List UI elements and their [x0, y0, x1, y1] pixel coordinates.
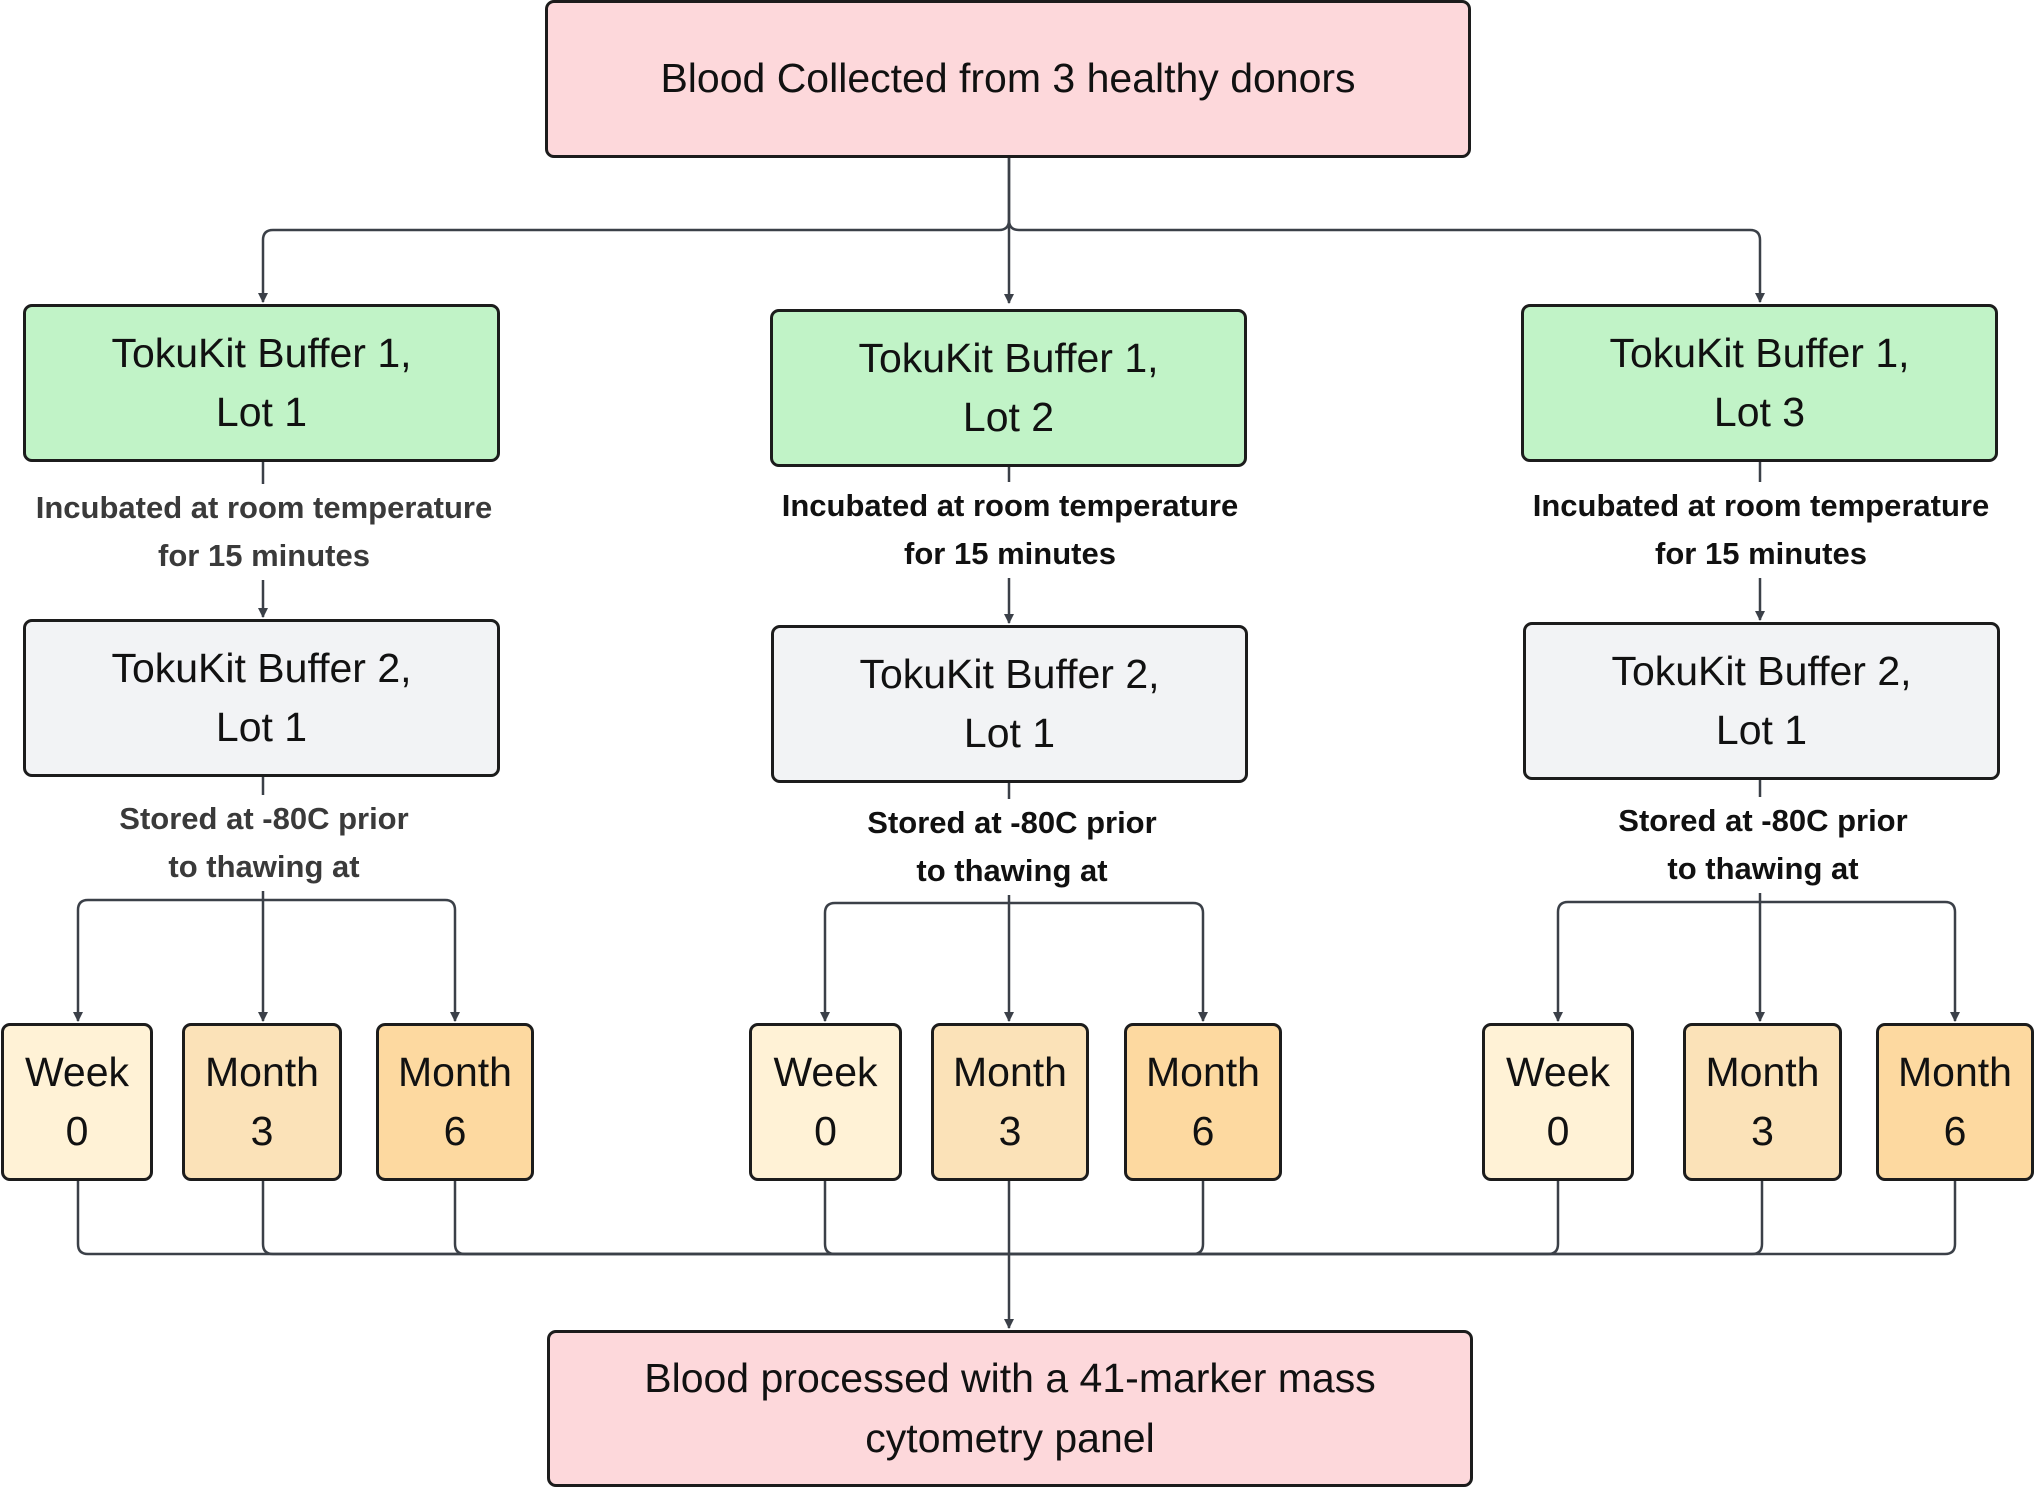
buffer1-lot: Lot 2: [962, 394, 1055, 440]
buffer1-lot: Lot 1: [215, 389, 308, 435]
storage-label: Stored at -80C prior to thawing at: [810, 799, 1214, 896]
arrow-connector: [258, 158, 1011, 303]
timepoint-month6-box: Month 6: [1876, 1023, 2034, 1181]
buffer2-lot: Lot 1: [215, 704, 308, 750]
buffer1-name: TokuKit Buffer 1,: [1609, 329, 1910, 376]
line-connector: [261, 1181, 1009, 1256]
timepoint-unit: Week: [24, 1048, 130, 1095]
result-line1: Blood processed with a 41-marker mass: [644, 1355, 1376, 1402]
line-connector: [823, 1181, 1009, 1256]
storage-label: Stored at -80C prior to thawing at: [62, 795, 466, 892]
storage-line2: to thawing at: [1667, 851, 1859, 887]
timepoint-value: 0: [814, 1108, 837, 1154]
timepoint-week0-box: Week 0: [749, 1023, 902, 1181]
storage-line2: to thawing at: [168, 849, 360, 885]
timepoint-value: 0: [65, 1108, 89, 1154]
timepoint-week0-box: Week 0: [1482, 1023, 1634, 1181]
timepoint-unit: Month: [1146, 1048, 1260, 1095]
buffer1-lot2-box: TokuKit Buffer 1, Lot 2: [770, 309, 1247, 467]
buffer2-name: TokuKit Buffer 2,: [859, 650, 1160, 697]
timepoint-unit: Week: [1505, 1048, 1611, 1095]
timepoint-month6-box: Month 6: [1124, 1023, 1282, 1181]
storage-line1: Stored at -80C prior: [1618, 803, 1908, 838]
timepoint-unit: Month: [205, 1048, 319, 1095]
buffer1-lot1-box: TokuKit Buffer 1, Lot 1: [23, 304, 500, 462]
timepoint-unit: Week: [773, 1048, 878, 1095]
arrow-connector: [1009, 901, 1208, 1022]
timepoint-unit: Month: [1705, 1048, 1820, 1095]
result-box: Blood processed with a 41-marker mass cy…: [547, 1330, 1473, 1487]
timepoint-unit: Month: [953, 1048, 1067, 1095]
buffer2-lot1-box: TokuKit Buffer 2, Lot 1: [1523, 622, 2000, 780]
storage-line2: to thawing at: [916, 853, 1108, 889]
timepoint-value: 3: [998, 1108, 1022, 1154]
incubation-label: Incubated at room temperature for 15 min…: [746, 482, 1274, 579]
buffer1-lot3-box: TokuKit Buffer 1, Lot 3: [1521, 304, 1998, 462]
storage-label: Stored at -80C prior to thawing at: [1561, 797, 1965, 894]
buffer1-lot: Lot 3: [1713, 389, 1806, 435]
timepoint-value: 3: [1751, 1108, 1774, 1154]
timepoint-value: 3: [250, 1108, 274, 1154]
timepoint-month3-box: Month 3: [1683, 1023, 1842, 1181]
timepoint-value: 6: [1191, 1108, 1215, 1154]
line-connector: [1009, 1181, 1560, 1256]
incubation-line2: for 15 minutes: [1655, 536, 1867, 572]
line-connector: [1009, 1181, 1205, 1256]
buffer1-name: TokuKit Buffer 1,: [858, 334, 1159, 381]
storage-line1: Stored at -80C prior: [867, 805, 1157, 840]
timepoint-month3-box: Month 3: [182, 1023, 342, 1181]
buffer2-name: TokuKit Buffer 2,: [1611, 647, 1912, 694]
arrow-connector: [73, 898, 263, 1022]
buffer2-lot1-box: TokuKit Buffer 2, Lot 1: [771, 625, 1248, 783]
incubation-line1: Incubated at room temperature: [781, 488, 1239, 523]
line-connector: [453, 1181, 1009, 1256]
incubation-line2: for 15 minutes: [904, 536, 1116, 572]
timepoint-unit: Month: [1898, 1048, 2012, 1095]
line-connector: [1009, 1181, 1764, 1256]
line-connector: [76, 1181, 1009, 1256]
arrow-connector: [820, 901, 1009, 1022]
timepoint-unit: Month: [398, 1048, 512, 1095]
arrow-connector: [263, 898, 460, 1022]
source-box: Blood Collected from 3 healthy donors: [545, 0, 1471, 158]
buffer2-name: TokuKit Buffer 2,: [111, 644, 412, 691]
buffer2-lot: Lot 1: [1715, 707, 1808, 753]
buffer2-lot1-box: TokuKit Buffer 2, Lot 1: [23, 619, 500, 777]
line-connector: [1009, 1181, 1957, 1256]
result-line2: cytometry panel: [865, 1414, 1155, 1461]
incubation-label: Incubated at room temperature for 15 min…: [1497, 482, 2025, 579]
timepoint-value: 0: [1546, 1108, 1570, 1154]
arrow-connector: [1553, 900, 1760, 1022]
timepoint-value: 6: [1943, 1108, 1967, 1154]
incubation-line1: Incubated at room temperature: [35, 490, 493, 525]
incubation-label: Incubated at room temperature for 15 min…: [0, 484, 528, 581]
arrow-connector: [1007, 219, 1765, 303]
arrow-connector: [1760, 900, 1960, 1022]
incubation-line2: for 15 minutes: [158, 538, 370, 574]
buffer2-lot: Lot 1: [963, 710, 1056, 756]
timepoint-month3-box: Month 3: [931, 1023, 1089, 1181]
timepoint-month6-box: Month 6: [376, 1023, 534, 1181]
storage-line1: Stored at -80C prior: [119, 801, 409, 836]
source-text: Blood Collected from 3 healthy donors: [660, 55, 1356, 102]
incubation-line1: Incubated at room temperature: [1532, 488, 1990, 523]
timepoint-value: 6: [443, 1108, 467, 1154]
timepoint-week0-box: Week 0: [1, 1023, 153, 1181]
buffer1-name: TokuKit Buffer 1,: [111, 329, 412, 376]
